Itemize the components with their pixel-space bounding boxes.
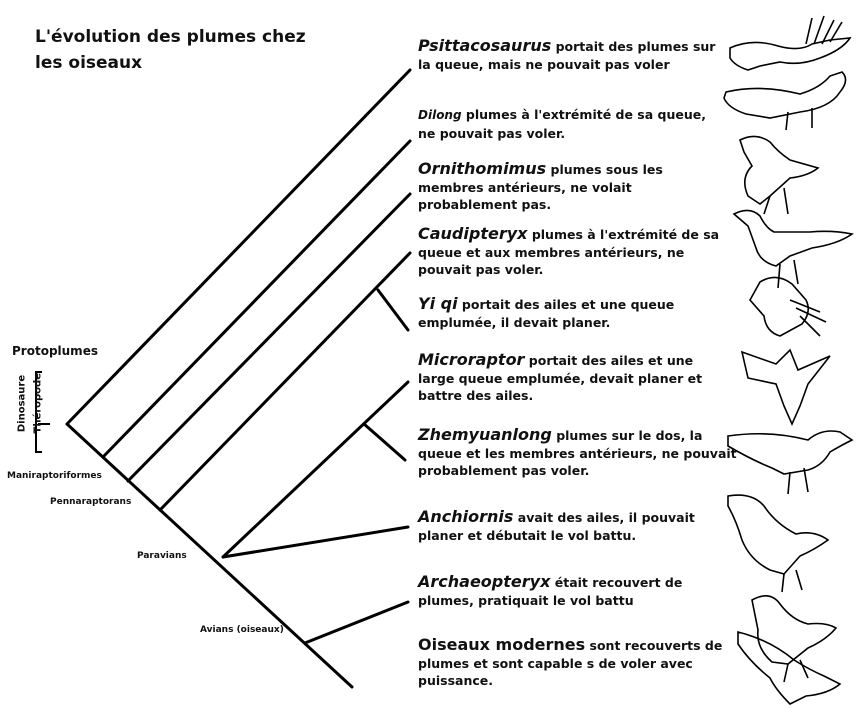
taxon-description: Anchiornis avait des ailes, il pouvait p… [418, 508, 718, 544]
bird-silhouette-icon [738, 632, 840, 704]
trunk-line [67, 424, 352, 687]
archaeopteryx-silhouette-icon [752, 596, 836, 682]
taxon-description: Dilong plumes à l'extrémité de sa queue,… [418, 106, 718, 142]
theropode-label: Théropode [33, 374, 44, 434]
diagram-title: L'évolution des plumes chez les oiseaux [35, 24, 335, 76]
dilong-silhouette-icon [724, 72, 846, 130]
taxon-description: Yi qi portait des ailes et une queue emp… [418, 295, 718, 331]
taxon-name: Zhemyuanlong [418, 425, 552, 444]
taxon-name: Dilong [418, 108, 462, 122]
psittacosaurus-silhouette-icon [730, 16, 850, 70]
anchiornis-silhouette-icon [728, 495, 828, 592]
taxon-text: plumes à l'extrémité de sa queue, ne pou… [418, 107, 706, 141]
branch-zhenyuanlong [364, 424, 405, 460]
taxon-name: Oiseaux modernes [418, 635, 585, 654]
taxon-name: Caudipteryx [418, 224, 527, 243]
branch-yiqi [378, 290, 408, 330]
yi-qi-silhouette-icon [750, 277, 826, 336]
maniraptoriformes-label: Maniraptoriformes [7, 471, 102, 481]
pennaraptorans-label: Pennaraptorans [50, 497, 131, 507]
taxon-name: Archaeopteryx [418, 572, 550, 591]
taxon-description: Zhemyuanlong plumes sur le dos, la queue… [418, 426, 738, 480]
taxon-description: Microraptor portait des ailes et une lar… [418, 351, 728, 405]
dinosaure-label: Dinosaure [17, 374, 28, 434]
avians-label: Avians (oiseaux) [200, 625, 284, 635]
taxon-description: Psittacosaurus portait des plumes sur la… [418, 37, 718, 73]
taxon-name: Psittacosaurus [418, 36, 551, 55]
zhenyuanlong-silhouette-icon [728, 431, 852, 494]
caudipteryx-silhouette-icon [734, 210, 852, 288]
protoplumes-label: Protoplumes [12, 344, 98, 358]
ornithomimus-silhouette-icon [740, 136, 818, 214]
paravians-label: Paravians [137, 551, 187, 561]
branch-archaeopteryx [305, 602, 408, 643]
taxon-name: Microraptor [418, 350, 524, 369]
taxon-description: Oiseaux modernes sont recouverts de plum… [418, 636, 738, 690]
microraptor-silhouette-icon [742, 350, 830, 424]
taxon-description: Caudipteryx plumes à l'extrémité de sa q… [418, 225, 734, 279]
taxon-description: Archaeopteryx était recouvert de plumes,… [418, 573, 718, 609]
taxon-description: Ornithomimus plumes sous les membres ant… [418, 160, 718, 214]
branch-ornithomimus [128, 194, 410, 481]
branch-caudipteryx [160, 253, 410, 510]
taxon-name: Anchiornis [418, 507, 513, 526]
taxon-name: Ornithomimus [418, 159, 546, 178]
taxon-name: Yi qi [418, 294, 458, 313]
